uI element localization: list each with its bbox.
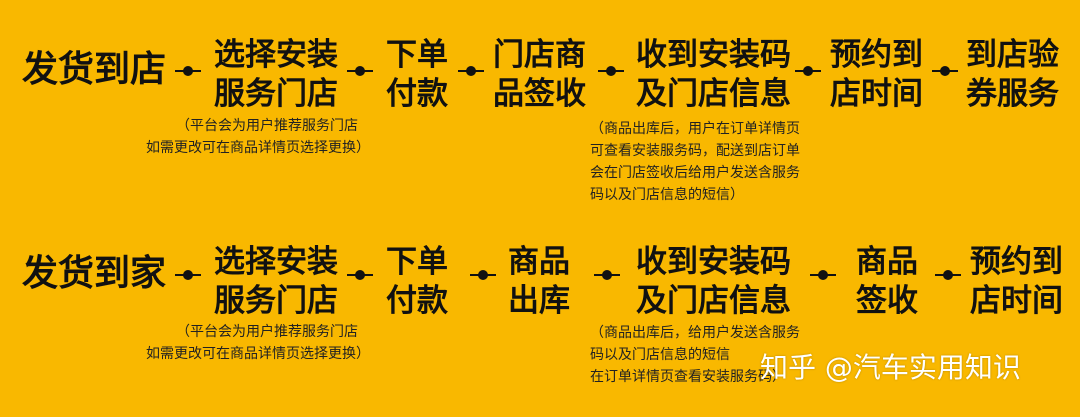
step-book-time: 预约到 店时间 bbox=[970, 243, 1063, 321]
step-line-2: 出库 bbox=[508, 283, 570, 319]
note-line: 如需更改可在商品详情页选择更换） bbox=[146, 140, 370, 156]
step-select-store: 选择安装 服务门店 bbox=[214, 243, 338, 321]
arrow-connector bbox=[175, 268, 201, 282]
step-receive-code: 收到安装码 及门店信息 bbox=[636, 36, 791, 114]
arrow-connector bbox=[795, 64, 821, 78]
step-line-1: 选择安装 bbox=[214, 244, 338, 280]
step-line-1: 收到安装码 bbox=[636, 244, 791, 280]
arrow-connector bbox=[598, 64, 624, 78]
step-line-1: 下单 bbox=[386, 244, 448, 280]
step-line-1: 预约到 bbox=[970, 244, 1063, 280]
watermark: 知乎 @汽车实用知识 bbox=[760, 351, 1021, 384]
note-code-delivery: （商品出库后，用户在订单详情页 可查看安装服务码，配送到店订单 会在门店签收后给… bbox=[590, 118, 800, 206]
arrow-connector bbox=[347, 64, 373, 78]
note-line: （平台会为用户推荐服务门店 bbox=[176, 324, 358, 340]
step-line-1: 商品 bbox=[508, 244, 570, 280]
step-line-1: 收到安装码 bbox=[636, 37, 791, 73]
note-line: （商品出库后，给用户发送含服务 bbox=[590, 325, 800, 341]
step-order-pay: 下单 付款 bbox=[386, 36, 448, 114]
note-line: （商品出库后，用户在订单详情页 bbox=[590, 121, 800, 137]
arrow-connector bbox=[175, 64, 201, 78]
note-line: 码以及门店信息的短信 bbox=[590, 347, 730, 363]
step-line-1: 下单 bbox=[386, 37, 448, 73]
step-line-2: 店时间 bbox=[830, 76, 923, 112]
step-line-2: 服务门店 bbox=[214, 76, 338, 112]
arrow-connector bbox=[347, 268, 373, 282]
step-order-pay: 下单 付款 bbox=[386, 243, 448, 321]
step-store-receive: 门店商 品签收 bbox=[493, 36, 586, 114]
step-line-2: 及门店信息 bbox=[636, 76, 791, 112]
flow-title: 发货到家 bbox=[22, 253, 167, 294]
arrow-connector bbox=[932, 64, 958, 78]
note-line: （平台会为用户推荐服务门店 bbox=[176, 118, 358, 134]
step-line-1: 选择安装 bbox=[214, 37, 338, 73]
arrow-connector bbox=[810, 268, 836, 282]
flow-ship-to-store: 发货到店 选择安装 服务门店 下单 付款 门店商 品签收 收到安装码 及门店信息… bbox=[22, 36, 1059, 206]
note-store-recommend: （平台会为用户推荐服务门店 如需更改可在商品详情页选择更换） bbox=[146, 115, 370, 159]
step-select-store: 选择安装 服务门店 bbox=[214, 36, 338, 114]
step-line-2: 店时间 bbox=[970, 283, 1063, 319]
flow-title: 发货到店 bbox=[22, 49, 167, 90]
step-goods-received: 商品 签收 bbox=[856, 243, 918, 321]
step-line-2: 品签收 bbox=[493, 76, 586, 112]
step-receive-code: 收到安装码 及门店信息 bbox=[636, 243, 791, 321]
note-line: 在订单详情页查看安装服务码） bbox=[590, 369, 786, 385]
step-redeem-service: 到店验 券服务 bbox=[966, 36, 1059, 114]
note-line: 码以及门店信息的短信） bbox=[590, 187, 744, 203]
flow-ship-to-home: 发货到家 选择安装 服务门店 下单 付款 商品 出库 收到安装码 及门店信息 商… bbox=[0, 207, 1080, 417]
step-line-2: 付款 bbox=[386, 283, 448, 319]
step-line-1: 到店验 bbox=[966, 37, 1059, 73]
note-line: 如需更改可在商品详情页选择更换） bbox=[146, 346, 370, 362]
note-code-delivery: （商品出库后，给用户发送含服务 码以及门店信息的短信 在订单详情页查看安装服务码… bbox=[590, 322, 800, 388]
arrow-connector bbox=[935, 268, 961, 282]
step-line-2: 服务门店 bbox=[214, 283, 338, 319]
step-line-2: 券服务 bbox=[966, 76, 1059, 112]
arrow-connector bbox=[458, 64, 484, 78]
step-line-1: 预约到 bbox=[830, 37, 923, 73]
arrow-connector bbox=[470, 268, 496, 282]
step-line-2: 签收 bbox=[856, 283, 918, 319]
step-line-2: 付款 bbox=[386, 76, 448, 112]
step-goods-out: 商品 出库 bbox=[508, 243, 570, 321]
step-line-2: 及门店信息 bbox=[636, 283, 791, 319]
note-store-recommend: （平台会为用户推荐服务门店 如需更改可在商品详情页选择更换） bbox=[146, 321, 370, 365]
note-line: 会在门店签收后给用户发送含服务 bbox=[590, 165, 800, 181]
step-line-1: 商品 bbox=[856, 244, 918, 280]
arrow-connector bbox=[594, 268, 620, 282]
note-line: 可查看安装服务码，配送到店订单 bbox=[590, 143, 800, 159]
step-line-1: 门店商 bbox=[493, 37, 586, 73]
step-book-time: 预约到 店时间 bbox=[830, 36, 923, 114]
